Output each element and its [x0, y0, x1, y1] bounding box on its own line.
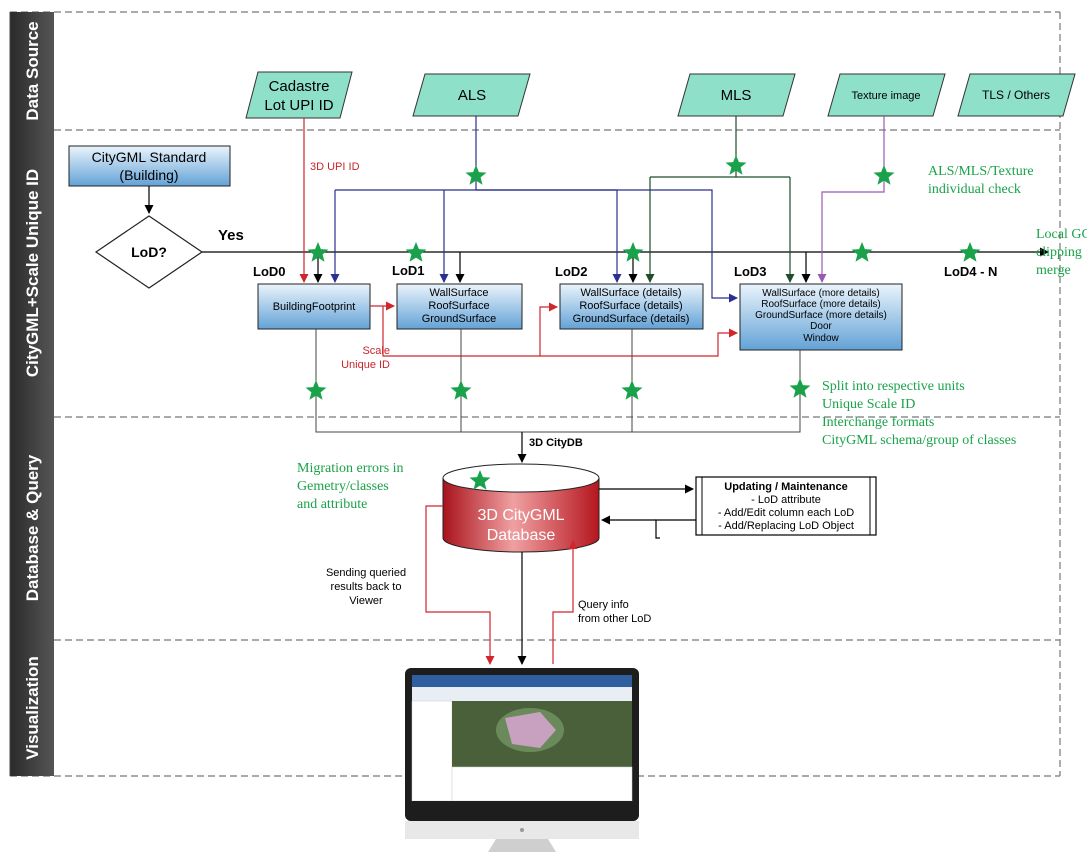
star-icon: [621, 380, 643, 400]
lod2-line-2: RoofSurface (details): [579, 300, 682, 312]
svg-text:WallSurface (more details)Roof: WallSurface (more details)RoofSurface (m…: [755, 288, 887, 344]
svg-text:CityGML Standard(Building): CityGML Standard (Building): [92, 149, 207, 183]
als-label: ALS: [458, 87, 486, 104]
star-icon: [307, 242, 329, 262]
query-line-2: from other LoD: [578, 613, 651, 625]
database-line-1: 3D CityGML: [477, 507, 564, 524]
scale-line-1: Scale: [362, 345, 390, 357]
yes-label: Yes: [218, 227, 244, 244]
lane-header-database: Database & Query: [10, 417, 54, 640]
monitor-illustration: [405, 668, 639, 852]
lod4-label: LoD4 - N: [944, 264, 997, 279]
lod1-line-2: RoofSurface: [428, 300, 489, 312]
lod3-line-4: Door: [810, 321, 832, 332]
lod3-line-5: Window: [803, 333, 839, 344]
star-icon: [851, 242, 873, 262]
star-icon: [450, 380, 472, 400]
lane-label-citygml: CityGML+Scale Unique ID: [23, 169, 42, 377]
star-icon: [305, 380, 327, 400]
standard-line-1: CityGML Standard: [92, 149, 207, 165]
upi-label: 3D UPI ID: [310, 161, 360, 173]
lod1-line-1: WallSurface: [430, 287, 489, 299]
star-icon: [465, 165, 487, 185]
star-icon: [469, 470, 491, 490]
maintenance-line-3: - Add/Replacing LoD Object: [718, 520, 854, 532]
lod3-line-2: RoofSurface (more details): [761, 299, 881, 310]
lod1-label: LoD1: [392, 263, 425, 278]
lod0-line-1: BuildingFootprint: [273, 301, 356, 313]
lane-label-data-source: Data Source: [23, 21, 42, 120]
source-mls: MLS: [677, 73, 796, 117]
lane-label-database: Database & Query: [23, 454, 42, 601]
standard-line-2: (Building): [119, 167, 178, 183]
star-icon: [789, 378, 811, 398]
citydb-label: 3D CityDB: [529, 437, 583, 449]
lod0-label: LoD0: [253, 264, 286, 279]
source-als: ALS: [412, 73, 531, 117]
lane-header-visualization: Visualization: [10, 640, 54, 776]
lane-header-data-source: Data Source: [10, 12, 54, 130]
cadastre-line-2: Lot UPI ID: [264, 97, 333, 114]
green-stars: [305, 155, 981, 490]
svg-text:Updating / Maintenance- LoD at: Updating / Maintenance- LoD attribute- A…: [718, 481, 854, 532]
texture-label: Texture image: [851, 90, 920, 102]
star-icon: [959, 242, 981, 262]
maintenance-line-2: - Add/Edit column each LoD: [718, 507, 854, 519]
lane-frame: [10, 11, 1061, 777]
lane-label-visualization: Visualization: [23, 656, 42, 760]
lod2-line-1: WallSurface (details): [580, 287, 681, 299]
decision-label: LoD?: [131, 244, 167, 260]
maintenance-box: Updating / Maintenance- LoD attribute- A…: [695, 476, 877, 536]
star-icon: [873, 165, 895, 185]
svg-text:WallSurface (details)RoofSurfa: WallSurface (details)RoofSurface (detail…: [573, 287, 690, 325]
star-icon: [622, 242, 644, 262]
cadastre-line-1: Cadastre: [269, 78, 330, 95]
source-tls: TLS / Others: [957, 73, 1076, 117]
lane-header-citygml: CityGML+Scale Unique ID: [10, 130, 54, 417]
sending-line-1: Sending queried: [326, 567, 406, 579]
lod1-line-3: GroundSurface: [422, 313, 497, 325]
scale-line-2: Unique ID: [341, 359, 390, 371]
lod3-line-3: GroundSurface (more details): [755, 310, 887, 321]
lod2-box: WallSurface (details)RoofSurface (detail…: [559, 283, 704, 330]
sending-line-3: Viewer: [349, 595, 383, 607]
query-line-1: Query info: [578, 599, 629, 611]
lod3-label: LoD3: [734, 264, 767, 279]
star-icon: [405, 242, 427, 262]
database-line-2: Database: [487, 527, 556, 544]
sending-line-2: results back to: [331, 581, 402, 593]
mls-label: MLS: [721, 87, 752, 104]
lod2-line-3: GroundSurface (details): [573, 313, 690, 325]
lod0-box: BuildingFootprint: [257, 283, 371, 330]
star-icon: [725, 155, 747, 175]
tls-label: TLS / Others: [982, 88, 1050, 102]
lod-decision: LoD?: [94, 215, 204, 289]
lod3-box: WallSurface (more details)RoofSurface (m…: [739, 283, 903, 351]
source-texture: Texture image: [827, 73, 946, 117]
maintenance-line-1: - LoD attribute: [751, 494, 821, 506]
citygml-standard-box: CityGML Standard (Building): [68, 145, 231, 187]
maintenance-title: Updating / Maintenance: [724, 481, 847, 493]
citygml-database: 3D CityGML Database: [442, 463, 600, 553]
lod2-label: LoD2: [555, 264, 588, 279]
lod3-line-1: WallSurface (more details): [762, 288, 879, 299]
